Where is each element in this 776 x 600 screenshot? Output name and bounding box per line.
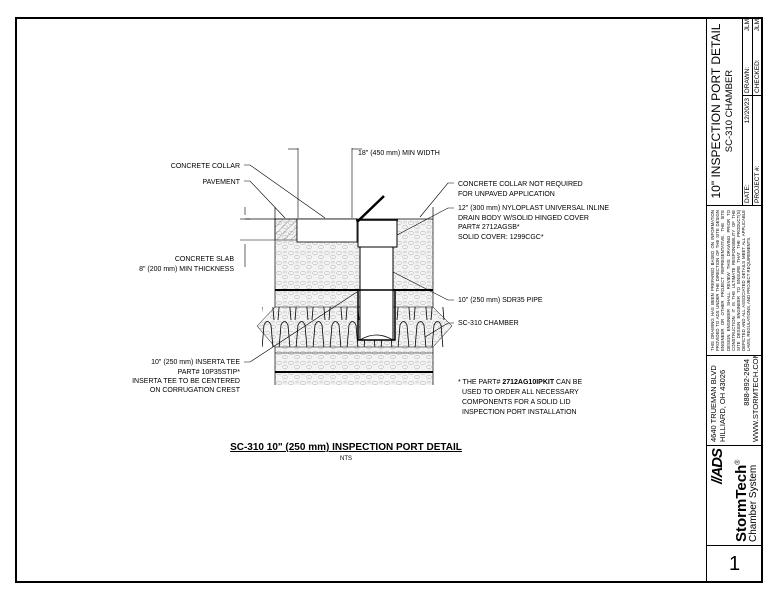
detail-title: SC-310 10" (250 mm) INSPECTION PORT DETA… <box>230 442 462 453</box>
pavement <box>274 218 298 241</box>
footnote-line-2: USED TO ORDER ALL NECESSARY <box>462 389 579 396</box>
sheet-title: 10" INSPECTION PORT DETAIL <box>709 23 723 199</box>
website: WWW.STORMTECH.COM <box>751 355 760 442</box>
sheet-number-cell: 1 <box>707 545 762 582</box>
footnote-line-3: COMPONENTS FOR A SOLID LID <box>462 399 571 406</box>
detail-drawing: 18" (450 mm) MIN WIDTH CONCRETE COLLAR P… <box>132 148 609 462</box>
footnote-line-4: INSPECTION PORT INSTALLATION <box>462 409 577 416</box>
address-line-2: HILLIARD, OH 43026 <box>718 369 727 442</box>
drawn-field: DRAWN:JLM <box>743 17 753 95</box>
label-drain-body: 12" (300 mm) NYLOPLAST UNIVERSAL INLINE <box>458 205 609 212</box>
label-collar-not-required-2: FOR UNPAVED APPLICATION <box>458 191 555 198</box>
label-inserta-tee-part: PART# 10P35STIP* <box>178 369 241 376</box>
detail-scale: NTS <box>340 456 352 462</box>
dimension-lines <box>240 148 454 363</box>
title-block: 1 //ADS StormTech® Chamber System 4640 T… <box>706 17 762 582</box>
label-drain-body-2: DRAIN BODY W/SOLID HINGED COVER <box>458 215 589 222</box>
sdr35-pipe <box>359 246 394 341</box>
backfill-zone <box>275 219 433 385</box>
label-slab-thickness: 8" (200 mm) MIN THICKNESS <box>139 266 234 273</box>
date-field: DATE:12/20/23 <box>743 95 753 205</box>
address-line-1: 4640 TRUEMAN BLVD <box>709 365 718 442</box>
drain-body <box>357 219 398 248</box>
address-cell: 4640 TRUEMAN BLVD HILLIARD, OH 43026 888… <box>707 355 762 445</box>
label-chamber: SC-310 CHAMBER <box>458 320 519 327</box>
title-cell: 10" INSPECTION PORT DETAIL SC-310 CHAMBE… <box>707 17 762 205</box>
disclaimer: THIS DRAWING HAS BEEN PREPARED BASED ON … <box>707 205 762 355</box>
label-solid-cover: SOLID COVER: 1299CGC* <box>458 234 544 241</box>
label-concrete-collar: CONCRETE COLLAR <box>171 163 240 170</box>
label-inserta-tee-note-2: ON CORRUGATION CREST <box>150 387 241 394</box>
brand-subtitle: Chamber System <box>748 464 759 542</box>
label-slab: CONCRETE SLAB <box>175 256 234 263</box>
label-collar-not-required: CONCRETE COLLAR NOT REQUIRED <box>458 181 583 188</box>
inserta-tee <box>357 289 396 341</box>
label-inserta-tee-note: INSERTA TEE TO BE CENTERED <box>132 378 240 385</box>
ads-logo: //ADS <box>709 449 726 485</box>
sheet-number: 1 <box>728 552 741 575</box>
chamber-corrugations <box>262 307 446 347</box>
phone: 888-892-2694 <box>742 359 751 406</box>
sheet-border <box>15 17 763 583</box>
label-pipe: 10" (250 mm) SDR35 PIPE <box>458 297 543 304</box>
pipe-invert <box>359 334 394 341</box>
footnote: * THE PART# 2712AG10IPKIT CAN BE <box>458 379 582 386</box>
label-drain-body-part: PART# 2712AGSB* <box>458 224 520 231</box>
logo-cell: //ADS StormTech® Chamber System <box>707 445 762 545</box>
concrete-collar <box>296 218 358 243</box>
label-min-width: 18" (450 mm) MIN WIDTH <box>358 150 440 157</box>
project-field: PROJECT #: <box>753 95 762 205</box>
label-inserta-tee: 10" (250 mm) INSERTA TEE <box>151 359 240 366</box>
checked-field: CHECKED:JLM <box>754 19 761 93</box>
sheet-subtitle: SC-310 CHAMBER <box>724 69 735 153</box>
label-pavement: PAVEMENT <box>203 179 241 186</box>
hinged-cover <box>356 195 385 223</box>
